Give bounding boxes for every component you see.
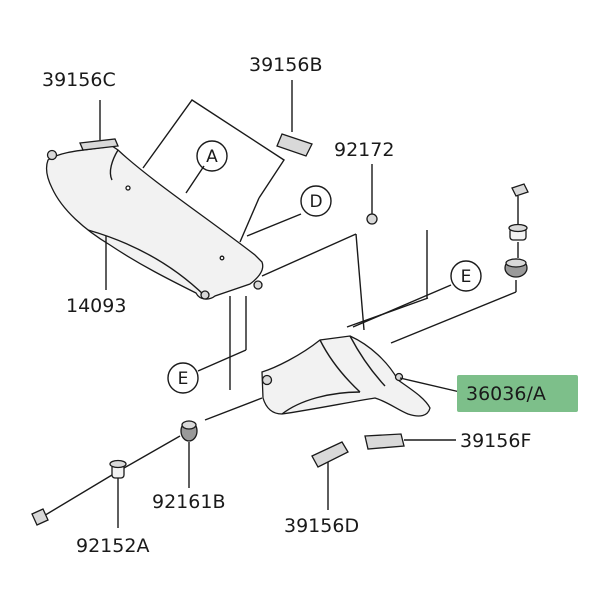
- bolt-right-stack: [504, 183, 529, 292]
- collar-92152a: [109, 459, 127, 479]
- highlight-box: [457, 375, 578, 412]
- lower-cover-part: [261, 335, 431, 417]
- svg-text:D: D: [309, 192, 322, 212]
- pad-39156f: [364, 433, 405, 450]
- reference-e-right: E: [450, 260, 482, 292]
- callout-14093: 14093: [66, 295, 126, 317]
- pad-39156d: [311, 441, 349, 468]
- pad-39156b: [276, 133, 313, 157]
- side-cover-part: [45, 145, 264, 300]
- reference-a: A: [196, 140, 228, 172]
- pad-39156c: [79, 138, 119, 151]
- callout-92152a: 92152A: [76, 535, 149, 557]
- callout-39156c: 39156C: [42, 69, 116, 91]
- callout-92172: 92172: [334, 139, 394, 161]
- bolt-left: [31, 474, 113, 526]
- reference-e-left: E: [167, 362, 199, 394]
- callout-39156f: 39156F: [460, 430, 531, 452]
- svg-text:E: E: [461, 267, 472, 287]
- callout-39156d: 39156D: [284, 515, 359, 537]
- svg-text:E: E: [178, 369, 189, 389]
- grommet-92161b: [180, 420, 198, 442]
- reference-d: D: [300, 185, 332, 217]
- callout-92161b: 92161B: [152, 491, 225, 513]
- callout-39156b: 39156B: [249, 54, 322, 76]
- svg-text:A: A: [206, 147, 218, 167]
- bolt-92172: [366, 164, 378, 225]
- leader-lines: [99, 80, 517, 528]
- callout-36036-a: 36036/A: [466, 383, 546, 405]
